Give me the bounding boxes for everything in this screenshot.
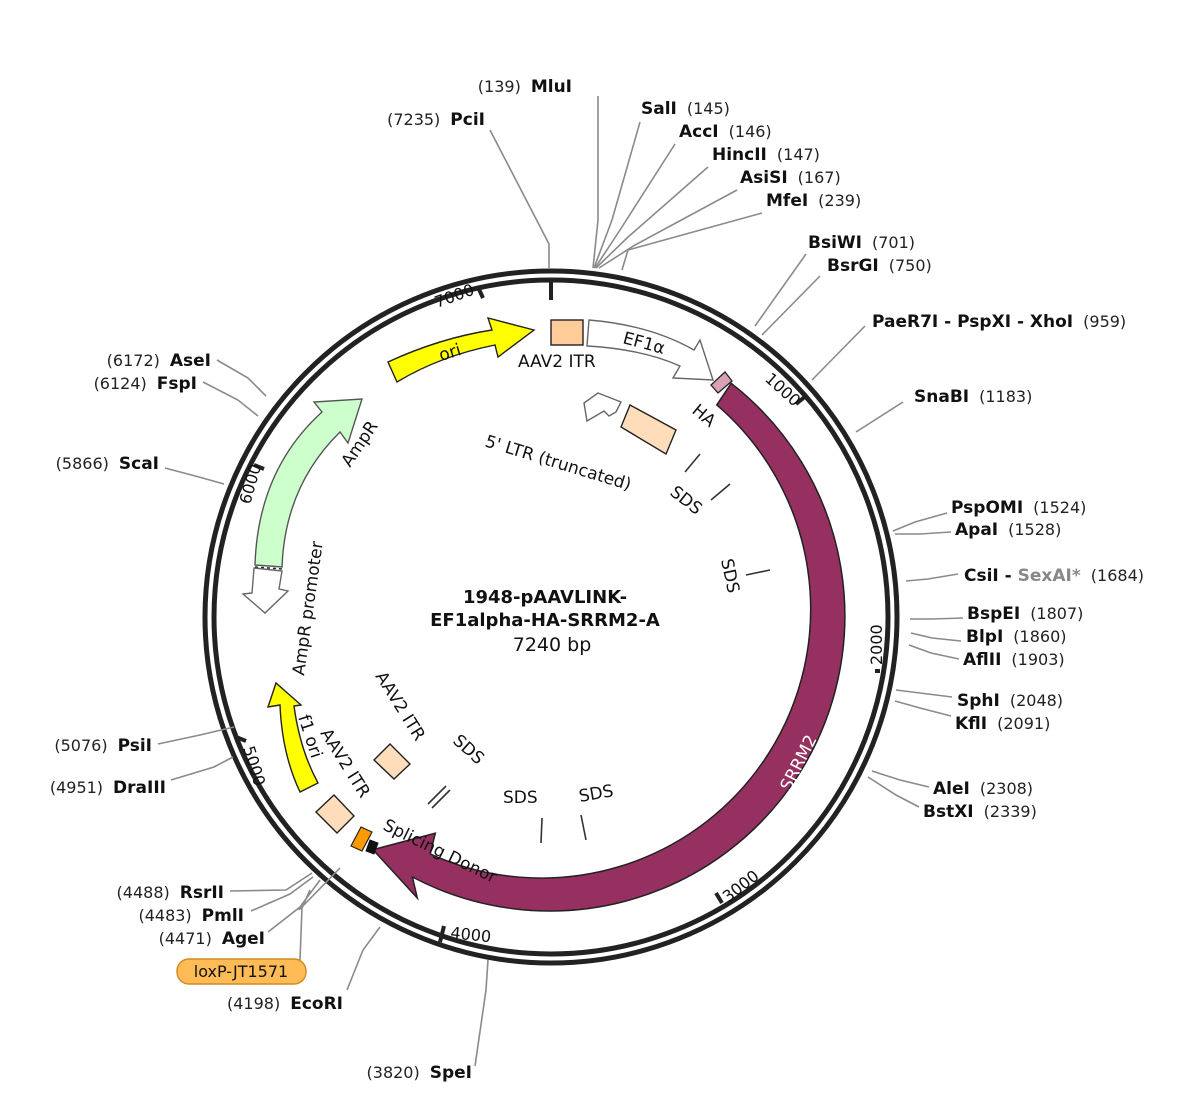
- site-scai[interactable]: (5866)ScaI: [56, 454, 159, 474]
- site-spei[interactable]: (3820)SpeI: [367, 1063, 472, 1083]
- site-rsrii[interactable]: (4488)RsrII: [117, 883, 224, 903]
- plasmid-title: 1948-pAAVLINK- EF1alpha-HA-SRRM2-A 7240 …: [430, 587, 660, 656]
- sds-label-2: SDS: [716, 557, 743, 595]
- site-pcii[interactable]: (7235)PciI: [387, 110, 485, 130]
- restriction-sites: (139)MluI (7235)PciI SalI(145) AccI(146)…: [50, 77, 1144, 1083]
- site-acci[interactable]: AccI(146): [679, 122, 772, 142]
- site-apai[interactable]: ApaI(1528): [955, 520, 1061, 540]
- site-bspei[interactable]: BspEI(1807): [967, 604, 1083, 624]
- site-bsiwi[interactable]: BsiWI(701): [808, 233, 915, 253]
- site-pmli[interactable]: (4483)PmlI: [138, 906, 244, 926]
- site-psii[interactable]: (5076)PsiI: [54, 736, 152, 756]
- site-snabi[interactable]: SnaBI(1183): [914, 387, 1032, 407]
- loxp-label: loxP-JT1571: [194, 962, 288, 981]
- tick-5000: [235, 735, 247, 743]
- site-bstxi[interactable]: BstXI(2339): [923, 802, 1037, 822]
- tick-label-2000: 2000: [867, 624, 886, 665]
- tick-6000: [253, 463, 265, 471]
- aav2-itr-bottom-features[interactable]: AAV2 ITR AAV2 ITR: [314, 668, 429, 834]
- ha-label: HA: [688, 401, 720, 432]
- aav2-itr-label-outer: AAV2 ITR: [316, 725, 374, 802]
- site-asei[interactable]: (6172)AseI: [107, 351, 211, 371]
- plasmid-name-line2: EF1alpha-HA-SRRM2-A: [430, 610, 660, 631]
- tick-1000: [794, 393, 809, 406]
- site-sali[interactable]: SalI(145): [641, 99, 730, 119]
- tick-label-3000: 3000: [719, 866, 763, 906]
- site-sphi[interactable]: SphI(2048): [957, 691, 1063, 711]
- site-kfli[interactable]: KflI(2091): [955, 714, 1050, 734]
- ef1a-feature[interactable]: EF1α: [586, 319, 714, 381]
- site-ecori[interactable]: (4198)EcoRI: [227, 994, 343, 1014]
- site-xhoi-group[interactable]: PaeR7I - PspXI - XhoI(959): [872, 312, 1126, 332]
- tick-label-7000: 7000: [432, 280, 477, 312]
- srrm2-feature[interactable]: SRRM2: [371, 382, 846, 912]
- tick-label-4000: 4000: [450, 923, 492, 946]
- ori-feature[interactable]: ori: [387, 316, 536, 384]
- tick-marks: [235, 280, 880, 943]
- site-hincii[interactable]: HincII(147): [712, 145, 820, 165]
- site-asisi[interactable]: AsiSI(167): [740, 168, 841, 188]
- ltr-label: 5' LTR (truncated): [483, 432, 634, 496]
- site-alei[interactable]: AleI(2308): [933, 779, 1033, 799]
- plasmid-size: 7240 bp: [513, 634, 592, 656]
- aav2-itr-top-feature[interactable]: AAV2 ITR: [518, 319, 596, 372]
- loxp-badge[interactable]: loxP-JT1571: [176, 958, 307, 985]
- sds-label-4: SDS: [503, 788, 538, 808]
- site-csii-sexai[interactable]: CsiI - SexAI*(1684): [964, 566, 1144, 586]
- site-draiii[interactable]: (4951)DraIII: [50, 778, 166, 798]
- sds-markers: SDS SDS SDS SDS SDS: [427, 453, 771, 844]
- site-blpi[interactable]: BlpI(1860): [966, 627, 1066, 647]
- sds-label-3: SDS: [449, 731, 488, 769]
- sds-label-5: SDS: [577, 781, 615, 807]
- tick-label-5000: 5000: [239, 744, 269, 788]
- tick-3000: [714, 891, 724, 905]
- sds-label-1: SDS: [666, 482, 706, 519]
- plasmid-name-line1: 1948-pAAVLINK-: [463, 587, 627, 608]
- tick-4000: [438, 925, 446, 943]
- site-mfei[interactable]: MfeI(239): [766, 191, 861, 211]
- site-leader-lines: [157, 96, 964, 1067]
- site-pspomi[interactable]: PspOMI(1524): [951, 498, 1086, 518]
- ltr-feature[interactable]: 5' LTR (truncated): [483, 392, 677, 496]
- site-agei[interactable]: (4471)AgeI: [159, 929, 265, 949]
- site-fspi[interactable]: (6124)FspI: [94, 374, 197, 394]
- ampr-promoter-label: AmpR promoter: [289, 540, 328, 677]
- site-mlui[interactable]: (139)MluI: [478, 77, 572, 97]
- site-bsrgi[interactable]: BsrGI(750): [827, 256, 932, 276]
- site-aflii[interactable]: AflII(1903): [963, 650, 1065, 670]
- aav2-itr-label-inner: AAV2 ITR: [371, 668, 429, 745]
- aav2-itr-top-label: AAV2 ITR: [518, 352, 596, 372]
- tick-7000: [476, 286, 485, 299]
